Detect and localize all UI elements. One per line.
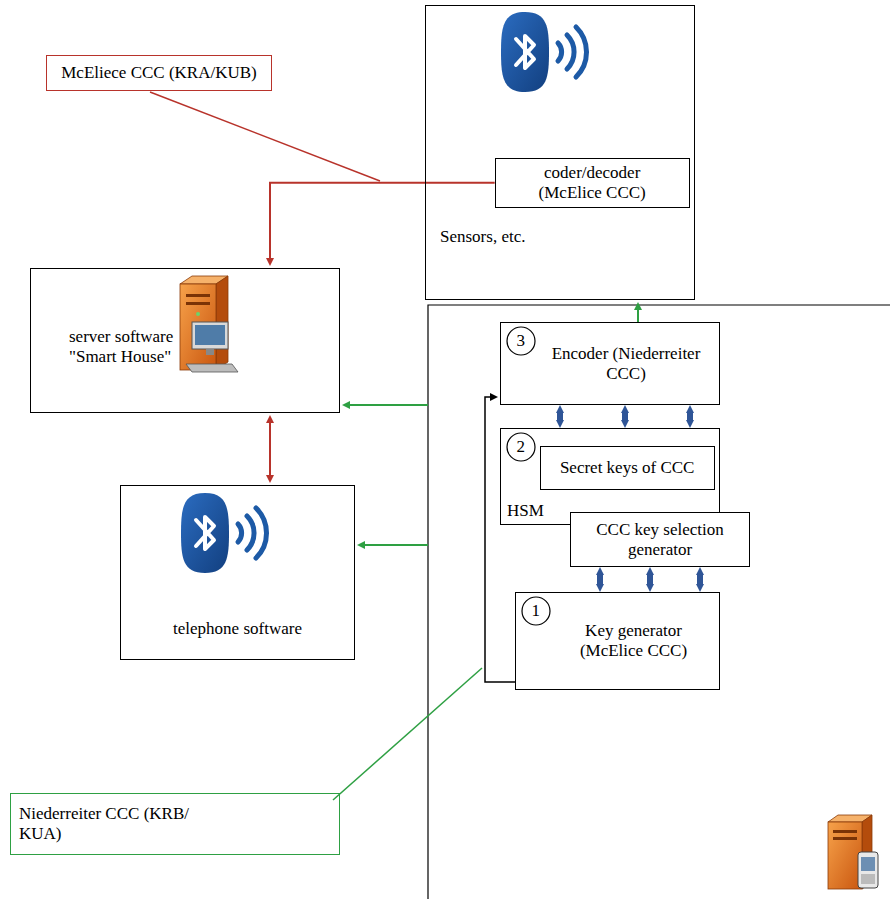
node-text: coder/decoder (McElice CCC)	[533, 163, 651, 202]
callout-box: McEliece CCC (KRA/KUB)	[46, 55, 272, 91]
process-box: coder/decoder (McElice CCC)	[495, 158, 690, 208]
connector-arrow	[647, 575, 653, 584]
process-box: Key generator (McElice CCC) 1	[515, 592, 720, 690]
device-outline	[428, 305, 890, 899]
connector-arrow	[557, 413, 563, 420]
connector-arrow	[687, 413, 693, 420]
node-text: server software "Smart House"	[69, 327, 194, 366]
bluetooth-icon	[181, 493, 267, 573]
connector-arrow	[697, 575, 703, 584]
leader-line	[333, 668, 482, 800]
connector-arrow	[269, 423, 271, 475]
node-text: telephone software	[173, 619, 302, 639]
callout-number: 3	[506, 326, 536, 356]
callout-number: 2	[506, 432, 536, 462]
node-text: HSM	[507, 501, 544, 521]
hsm-box: HSM 2Secret keys of CCC	[500, 428, 720, 525]
connector-arrow	[622, 413, 628, 420]
bluetooth-icon	[501, 12, 587, 92]
callout-number: 1	[521, 596, 551, 626]
node-text: Key generator (McElice CCC)	[571, 621, 696, 660]
node-text: Secret keys of CCC	[560, 458, 695, 478]
server-box: server software "Smart House"	[30, 268, 340, 413]
callout-box: Niederreiter CCC (KRB/ KUA)	[10, 793, 340, 855]
phone-box: telephone software	[120, 485, 355, 660]
node-text: 3	[516, 331, 525, 351]
node-text: 1	[531, 601, 540, 621]
leader-line	[150, 92, 380, 181]
process-box: CCC key selection generator	[570, 512, 750, 567]
connector-arrow	[637, 310, 639, 322]
connector-arrow	[270, 183, 495, 258]
server-phone-icon	[828, 815, 878, 889]
connector-arrow	[597, 575, 603, 584]
green-arrow	[365, 544, 428, 546]
server-icon	[180, 276, 238, 372]
node-text: Sensors, etc.	[440, 227, 525, 247]
green-arrow	[350, 404, 428, 406]
node-text: Niederreiter CCC (KRB/ KUA)	[19, 804, 214, 843]
device-box: Sensors, etc. coder/decoder (McElice CCC)	[425, 5, 695, 300]
node-text: CCC key selection generator	[588, 520, 733, 559]
process-box: Encoder (Niederreiter CCC) 3	[500, 322, 720, 405]
node-text: 2	[516, 437, 525, 457]
node-text: McEliece CCC (KRA/KUB)	[61, 63, 256, 83]
node-text: Encoder (Niederreiter CCC)	[551, 344, 701, 383]
key-store-box: Secret keys of CCC	[540, 446, 715, 490]
